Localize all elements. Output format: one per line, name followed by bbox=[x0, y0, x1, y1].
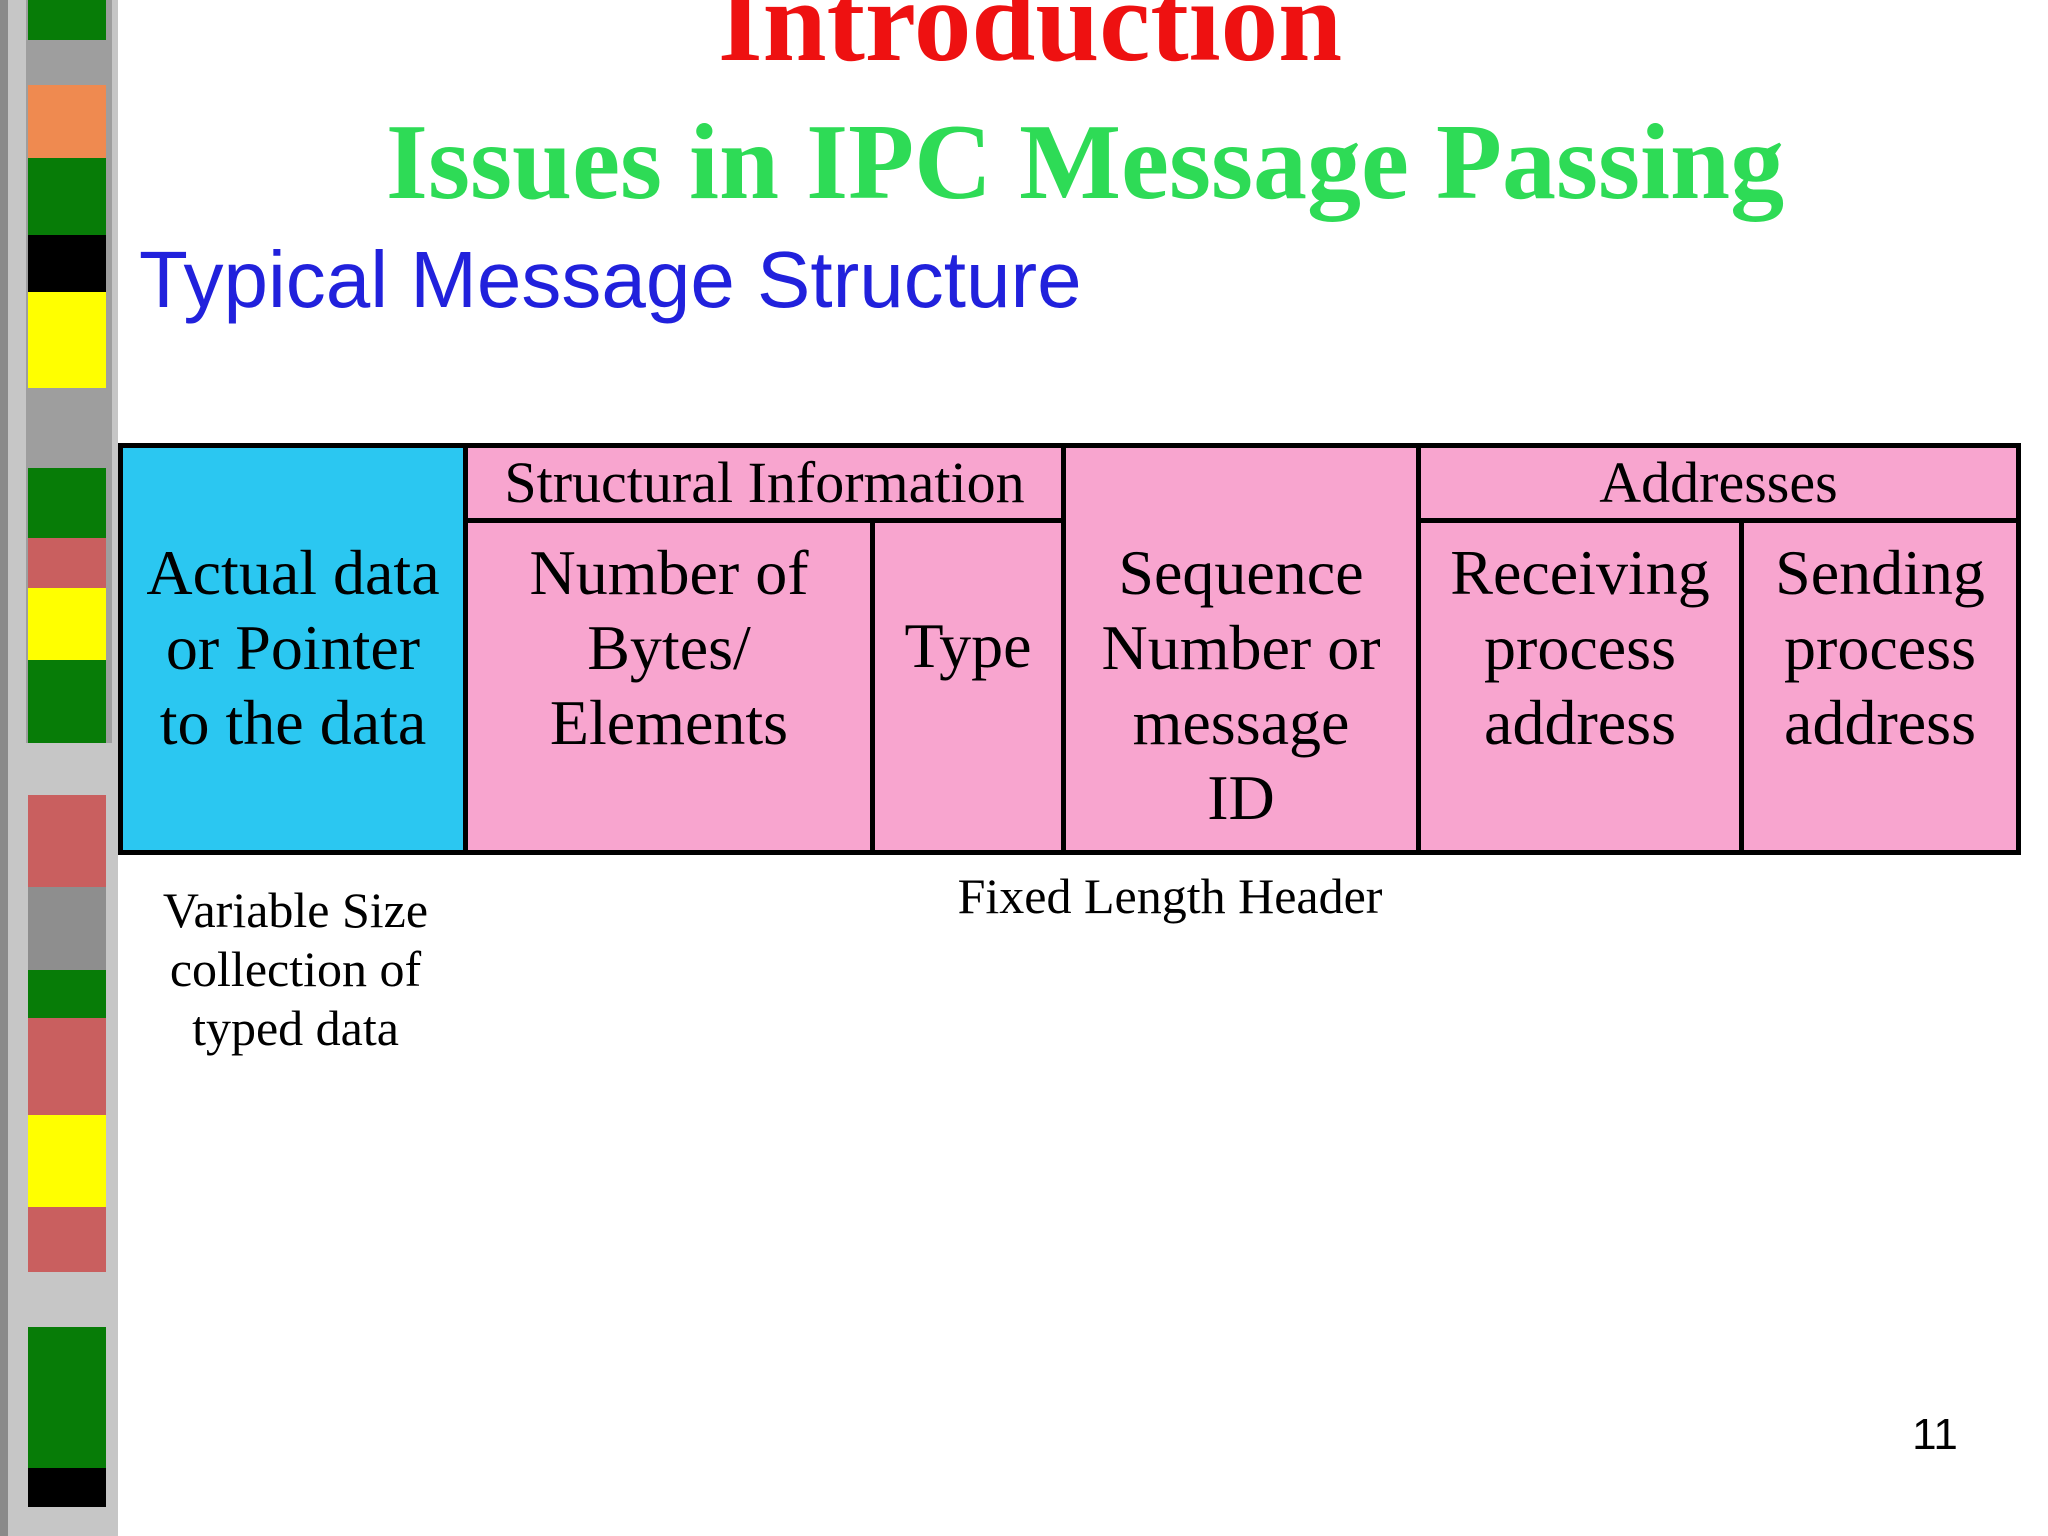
strip-block bbox=[28, 588, 106, 660]
strip-block bbox=[28, 292, 106, 388]
cell-sequence-number: Sequence Number or message ID bbox=[1066, 448, 1416, 850]
strip-block bbox=[28, 970, 106, 1018]
strip-left-edge bbox=[0, 0, 8, 1536]
strip-block bbox=[28, 468, 106, 538]
header-addresses: Addresses bbox=[1421, 448, 2016, 518]
page-number: 11 bbox=[1912, 1410, 1958, 1459]
strip-block bbox=[28, 85, 106, 158]
cell-type: Type bbox=[875, 523, 1061, 850]
cell-receiving-address: Receiving process address bbox=[1421, 523, 1739, 850]
strip-block bbox=[28, 235, 106, 292]
caption-fixed-length-header: Fixed Length Header bbox=[957, 868, 1383, 924]
strip-block bbox=[28, 660, 106, 743]
strip-block bbox=[28, 538, 106, 588]
strip-block bbox=[28, 1115, 106, 1207]
strip-block bbox=[28, 158, 106, 235]
caption-variable-size: Variable Size collection of typed data bbox=[162, 882, 429, 1056]
message-structure-table: Actual data or Pointer to the data Struc… bbox=[118, 443, 2021, 855]
strip-block bbox=[28, 887, 106, 970]
strip-left-band bbox=[8, 0, 26, 1536]
cell-number-of-bytes: Number of Bytes/ Elements bbox=[468, 523, 870, 850]
strip-block bbox=[28, 1327, 106, 1468]
strip-block bbox=[28, 0, 106, 40]
decorative-strip bbox=[0, 0, 118, 1536]
strip-block bbox=[28, 1468, 106, 1507]
strip-right-band bbox=[112, 0, 118, 1536]
strip-block bbox=[28, 1018, 106, 1115]
cell-actual-data: Actual data or Pointer to the data bbox=[123, 448, 463, 850]
strip-block bbox=[28, 795, 106, 887]
slide-title: Introduction bbox=[717, 0, 1343, 85]
section-heading: Typical Message Structure bbox=[139, 235, 1082, 324]
slide-subtitle: Issues in IPC Message Passing bbox=[385, 103, 1785, 222]
cell-sending-address: Sending process address bbox=[1744, 523, 2016, 850]
header-structural-information: Structural Information bbox=[468, 448, 1061, 518]
strip-block bbox=[28, 1207, 106, 1272]
decorative-strip-blocks bbox=[26, 0, 118, 1536]
